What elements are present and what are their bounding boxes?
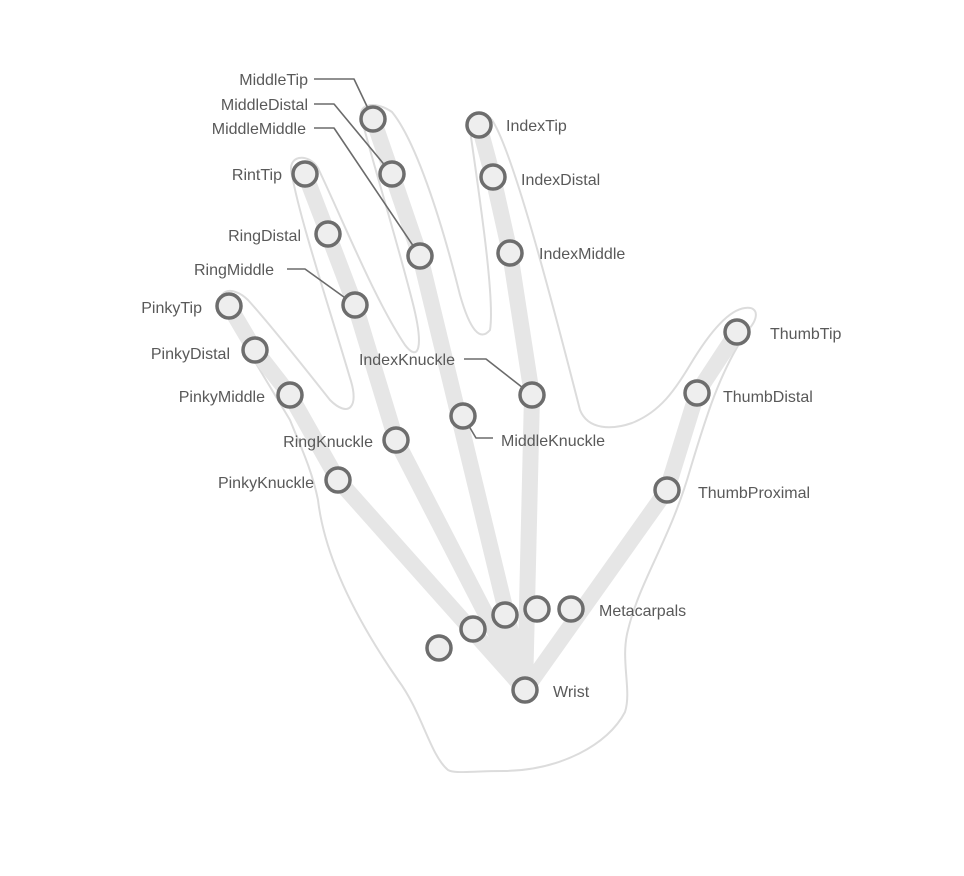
joint-metacarpal-1 [425, 634, 453, 662]
labels: MiddleTip MiddleDistal MiddleMiddle Rint… [141, 72, 841, 701]
joint-pinky-middle [276, 381, 304, 409]
leader-middle-distal [314, 103, 393, 175]
label-index-knuckle: IndexKnuckle [359, 352, 455, 369]
joint-pinky-distal [241, 336, 269, 364]
label-index-middle: IndexMiddle [539, 246, 625, 263]
joint-pinky-tip [215, 292, 243, 320]
joint-ring-distal [314, 220, 342, 248]
joint-metacarpal-2 [459, 615, 487, 643]
joint-thumb-tip [723, 318, 751, 346]
joint-metacarpal-3 [491, 601, 519, 629]
label-middle-tip: MiddleTip [239, 72, 308, 89]
middle-bone [365, 111, 533, 698]
thumb-bone [517, 324, 745, 698]
leader-middle-middle [314, 127, 421, 257]
label-ring-middle: RingMiddle [194, 262, 274, 279]
label-middle-distal: MiddleDistal [221, 97, 308, 114]
label-pinky-knuckle: PinkyKnuckle [218, 475, 314, 492]
joint-ring-tip [291, 160, 319, 188]
label-index-distal: IndexDistal [521, 172, 600, 189]
joint-metacarpal-5 [557, 595, 585, 623]
joint-index-tip [465, 111, 493, 139]
joint-thumb-proximal [653, 476, 681, 504]
label-pinky-distal: PinkyDistal [151, 346, 230, 363]
joint-index-distal [479, 163, 507, 191]
joint-index-knuckle [518, 381, 546, 409]
label-index-tip: IndexTip [506, 118, 567, 135]
joint-thumb-distal [683, 379, 711, 407]
label-rint-tip: RintTip [232, 167, 282, 184]
joint-index-middle [496, 239, 524, 267]
joint-metacarpal-4 [523, 595, 551, 623]
leader-index-knuckle [464, 358, 533, 396]
joint-middle-tip [359, 105, 387, 133]
label-ring-knuckle: RingKnuckle [283, 434, 373, 451]
joint-middle-distal [378, 160, 406, 188]
label-ring-distal: RingDistal [228, 228, 301, 245]
label-thumb-distal: ThumbDistal [723, 389, 813, 406]
joint-middle-knuckle [449, 402, 477, 430]
joint-pinky-knuckle [324, 466, 352, 494]
leader-middle-tip [314, 78, 374, 120]
leader-ring-middle [287, 268, 356, 306]
joint-middle-middle [406, 242, 434, 270]
label-metacarpals: Metacarpals [599, 603, 686, 620]
label-middle-knuckle: MiddleKnuckle [501, 433, 605, 450]
label-thumb-tip: ThumbTip [770, 326, 842, 343]
joint-wrist [511, 676, 539, 704]
label-wrist: Wrist [553, 684, 590, 701]
label-middle-middle: MiddleMiddle [212, 121, 306, 138]
label-pinky-middle: PinkyMiddle [179, 389, 265, 406]
label-thumb-proximal: ThumbProximal [698, 485, 810, 502]
label-pinky-tip: PinkyTip [141, 300, 202, 317]
joint-ring-middle [341, 291, 369, 319]
joints [215, 105, 751, 704]
joint-ring-knuckle [382, 426, 410, 454]
